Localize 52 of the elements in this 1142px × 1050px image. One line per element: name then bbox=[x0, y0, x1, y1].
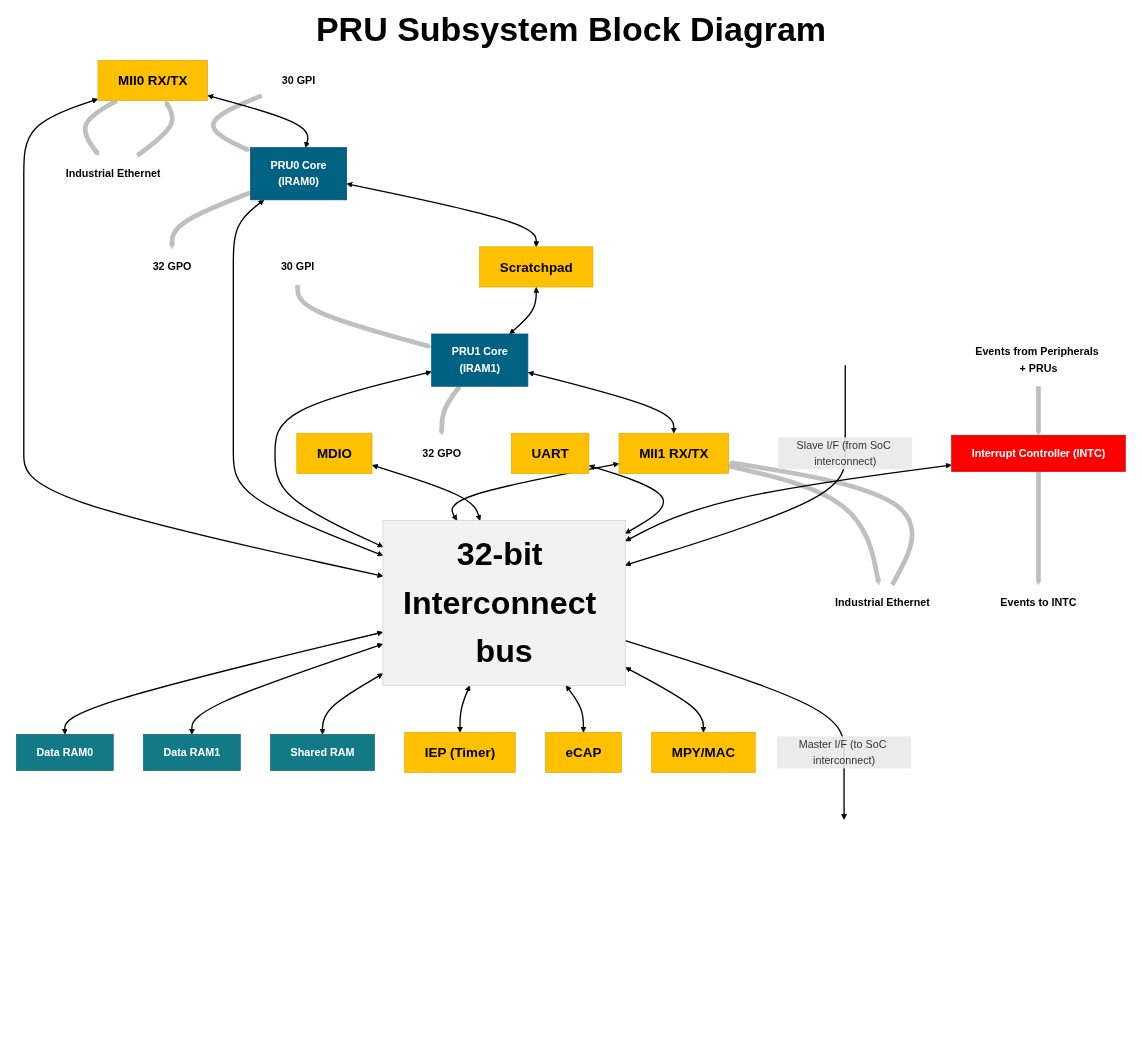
arrow bbox=[61, 630, 383, 735]
arrow bbox=[527, 370, 677, 434]
edge-label: Master I/F (to SoC interconnect) bbox=[777, 736, 912, 769]
block-box: MII1 RX/TX bbox=[618, 432, 729, 474]
arrow bbox=[624, 640, 848, 820]
arrow bbox=[625, 462, 952, 542]
arrow bbox=[188, 643, 383, 735]
arrow bbox=[728, 460, 915, 586]
diagram-title: PRU Subsystem Block Diagram bbox=[314, 10, 828, 49]
text-label: Events from Peripherals + PRUs bbox=[975, 346, 1099, 374]
text-label: 30 GPI bbox=[281, 74, 316, 86]
arrow bbox=[625, 364, 846, 567]
text-label: 30 GPI bbox=[280, 260, 315, 273]
edge-label: Slave I/F (from SoC interconnect) bbox=[778, 437, 913, 470]
text-label: 32 GPO bbox=[422, 447, 462, 459]
text-label: Industrial Ethernet bbox=[835, 596, 930, 609]
block-box: PRU0 Core (IRAM0) bbox=[250, 147, 348, 201]
block-box: Data RAM1 bbox=[143, 734, 241, 771]
block-box: MDIO bbox=[296, 432, 373, 474]
arrow bbox=[625, 667, 707, 733]
arrow bbox=[169, 190, 252, 250]
block-box: Scratchpad bbox=[479, 246, 594, 288]
block-box: PRU1 Core (IRAM1) bbox=[431, 333, 529, 387]
block-box: MII0 RX/TX bbox=[97, 60, 208, 101]
arrow bbox=[457, 685, 471, 733]
text-label: Events to INTC bbox=[1000, 596, 1077, 609]
block-box: IEP (Timer) bbox=[404, 732, 516, 773]
arrow bbox=[211, 93, 263, 153]
text-label: 32 GPO bbox=[152, 260, 192, 273]
arrow bbox=[372, 464, 482, 521]
text-label: Industrial Ethernet bbox=[65, 167, 161, 180]
block-box: Interrupt Controller (INTC) bbox=[951, 434, 1126, 472]
arrow bbox=[728, 463, 881, 586]
block-box: eCAP bbox=[545, 732, 622, 773]
arrow bbox=[509, 287, 540, 335]
block-box: UART bbox=[511, 432, 590, 474]
arrow bbox=[588, 464, 665, 534]
block-box: 32-bit Interconnect bus bbox=[382, 520, 626, 686]
arrow bbox=[23, 98, 384, 578]
arrow bbox=[565, 685, 587, 733]
arrow bbox=[232, 199, 384, 557]
arrow bbox=[1035, 471, 1042, 586]
arrow bbox=[274, 370, 432, 548]
block-box: MPY/MAC bbox=[651, 732, 756, 773]
arrow bbox=[1035, 386, 1042, 436]
arrow bbox=[295, 285, 432, 349]
block-box: Shared RAM bbox=[270, 734, 375, 771]
arrow bbox=[319, 673, 383, 735]
arrow bbox=[207, 94, 310, 148]
arrow bbox=[135, 100, 175, 158]
arrow bbox=[346, 182, 540, 248]
block-box: Data RAM0 bbox=[16, 734, 114, 771]
